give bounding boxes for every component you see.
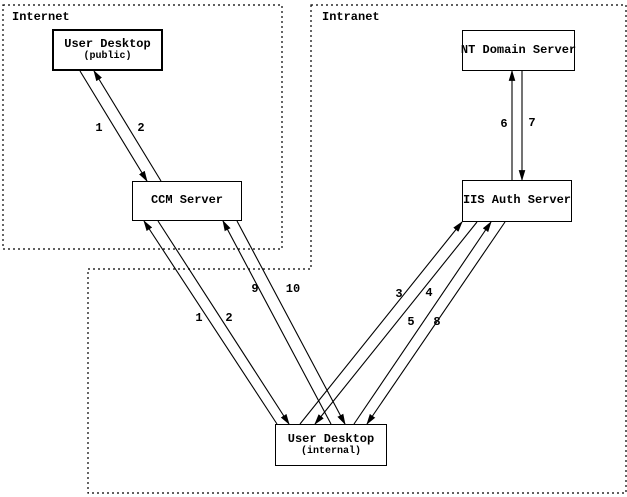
flow-label-step1-internal: 1 <box>195 311 203 325</box>
flow-label-step4: 4 <box>425 286 433 300</box>
flow-line-8-iis-to-internal-desktop <box>366 221 506 425</box>
flow-label-step1-public: 1 <box>95 121 103 135</box>
flow-label-step8: 8 <box>433 315 441 329</box>
flow-label-step10: 10 <box>285 282 301 296</box>
node-title: CCM Server <box>150 193 223 208</box>
intranet-zone-border <box>87 4 627 494</box>
flow-line-4-iis-to-internal-desktop <box>314 221 478 425</box>
node-subtitle: (internal) <box>300 446 361 458</box>
flow-line-2-ccm-to-internal-desktop <box>157 220 290 425</box>
flow-line-5-internal-desktop-to-iis <box>353 221 492 425</box>
flow-label-step6: 6 <box>500 117 508 131</box>
node-user-desktop-internal: User Desktop (internal) <box>275 424 387 466</box>
node-ccm-server: CCM Server <box>132 181 242 221</box>
flow-label-step2-public: 2 <box>137 121 145 135</box>
internet-zone-border <box>2 4 283 250</box>
flow-line-2-ccm-to-public-desktop <box>93 70 162 182</box>
flow-label-step5: 5 <box>407 315 415 329</box>
flow-label-step2-internal: 2 <box>225 311 233 325</box>
intranet-zone-label: Intranet <box>322 10 380 24</box>
node-title: User Desktop <box>64 36 151 51</box>
flow-line-10-ccm-to-internal-desktop <box>236 220 346 425</box>
flow-label-step3: 3 <box>395 287 403 301</box>
node-subtitle: (public) <box>83 51 132 63</box>
flow-label-step9: 9 <box>251 282 259 296</box>
flow-line-9-internal-desktop-to-ccm <box>222 220 332 425</box>
node-title: User Desktop <box>287 431 375 446</box>
internet-zone-label: Internet <box>12 10 70 24</box>
flow-label-step7: 7 <box>528 116 536 130</box>
flow-line-1-public-desktop-to-ccm <box>79 70 148 182</box>
flow-line-1-internal-desktop-to-ccm <box>143 220 278 425</box>
flow-line-3-internal-desktop-to-iis <box>299 221 463 425</box>
node-iis-auth-server: IIS Auth Server <box>462 180 572 222</box>
node-user-desktop-public: User Desktop (public) <box>52 29 163 71</box>
node-title: NT Domain Server <box>460 42 577 57</box>
node-title: IIS Auth Server <box>462 193 572 208</box>
node-nt-domain-server: NT Domain Server <box>460 30 577 71</box>
